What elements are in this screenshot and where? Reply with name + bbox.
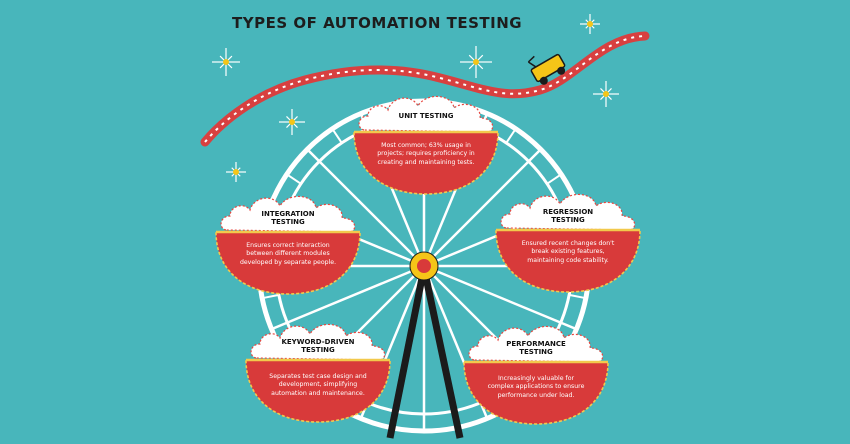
card-label: KEYWORD-DRIVEN TESTING [244, 338, 392, 354]
rim-strut [271, 321, 288, 331]
baskets [215, 95, 641, 425]
rim-strut [306, 148, 321, 163]
label-line: PERFORMANCE [506, 340, 566, 348]
card-performance-testing: PERFORMANCE TESTING Increasingly valuabl… [462, 318, 610, 428]
card-integration-testing: INTEGRATION TESTING Ensures correct inte… [214, 188, 362, 298]
wheel-spoke [423, 264, 577, 331]
card-description: Ensured recent changes don't break exist… [504, 240, 632, 265]
cloud-shape [220, 195, 356, 233]
card-regression-testing: REGRESSION TESTING Ensured recent change… [494, 186, 642, 296]
card-label: PERFORMANCE TESTING [462, 340, 610, 356]
desc-line: developed by separate people. [239, 258, 337, 266]
label-line: REGRESSION [542, 208, 594, 216]
desc-line: between different modules [246, 250, 330, 258]
desc-line: complex applications to ensure [487, 383, 585, 391]
label-line: TESTING [519, 348, 553, 356]
card-label: REGRESSION TESTING [494, 208, 642, 224]
basket-bowl [245, 359, 391, 423]
cloud-shape [358, 95, 494, 133]
card-label: UNIT TESTING [352, 112, 500, 120]
sparkle-icon [279, 109, 305, 135]
desc-line: Ensures correct interaction [246, 242, 330, 249]
roller-coaster-track [200, 31, 650, 147]
basket-integration [215, 195, 361, 295]
card-description: Most common; 63% usage in projects; requ… [362, 142, 490, 167]
card-description: Ensures correct interaction between diff… [224, 242, 352, 267]
card-unit-testing: UNIT TESTING Most common; 63% usage in p… [352, 88, 500, 198]
sparkle-icon [212, 48, 240, 76]
page-title: TYPES OF AUTOMATION TESTING [232, 14, 523, 32]
basket-unit [353, 95, 499, 195]
wheel-spoke [271, 264, 425, 331]
label-line: TESTING [271, 218, 305, 226]
card-label: INTEGRATION TESTING [214, 210, 362, 226]
desc-line: Ensured recent changes don't [521, 240, 615, 247]
label-line: TESTING [551, 216, 585, 224]
desc-line: break existing features, [531, 248, 605, 256]
desc-line: Separates test case design and [269, 373, 367, 380]
rim-strut [568, 293, 587, 300]
label-line: KEYWORD-DRIVEN [281, 338, 355, 346]
sparkles [212, 14, 619, 182]
rim-strut [331, 128, 343, 144]
desc-line: Increasingly valuable for [497, 375, 575, 382]
wheel-spoke [306, 148, 425, 267]
desc-line: performance under load. [497, 391, 575, 399]
rim-strut [527, 148, 542, 163]
rim-strut [505, 128, 517, 144]
wheel-spoke [423, 148, 542, 267]
desc-line: projects; requires proficiency in [377, 150, 475, 158]
cloud-shape [468, 325, 604, 363]
sparkle-icon [580, 14, 600, 34]
basket-bowl [353, 131, 499, 195]
wheel-hub-icon [409, 251, 439, 281]
desc-line: Most common; 63% usage in [381, 142, 471, 149]
sparkle-icon [226, 162, 246, 182]
cloud-shape [250, 323, 386, 361]
label-line: TESTING [301, 346, 335, 354]
basket-performance [463, 325, 609, 425]
cloud-shape [500, 193, 636, 231]
basket-keyword [245, 323, 391, 423]
card-description: Increasingly valuable for complex applic… [472, 375, 600, 400]
desc-line: creating and maintaining tests. [377, 158, 475, 166]
sparkle-icon [593, 81, 619, 107]
basket-regression [495, 193, 641, 293]
label-line: UNIT TESTING [398, 112, 454, 120]
card-keyword-driven-testing: KEYWORD-DRIVEN TESTING Separates test ca… [244, 316, 392, 426]
desc-line: development, simplifying [278, 381, 358, 389]
desc-line: automation and maintenance. [271, 389, 365, 397]
rim-strut [261, 293, 280, 300]
basket-bowl [495, 229, 641, 293]
ferris-wheel-stand [386, 267, 464, 439]
rim-strut [560, 321, 577, 331]
label-line: INTEGRATION [261, 210, 315, 218]
coaster-cart-icon [527, 53, 566, 85]
card-description: Separates test case design and developme… [254, 373, 382, 398]
rim-strut [286, 173, 302, 185]
sparkle-icon [460, 46, 492, 78]
basket-bowl [463, 361, 609, 425]
basket-bowl [215, 231, 361, 295]
rim-strut [546, 173, 562, 185]
desc-line: maintaining code stability. [527, 256, 609, 264]
